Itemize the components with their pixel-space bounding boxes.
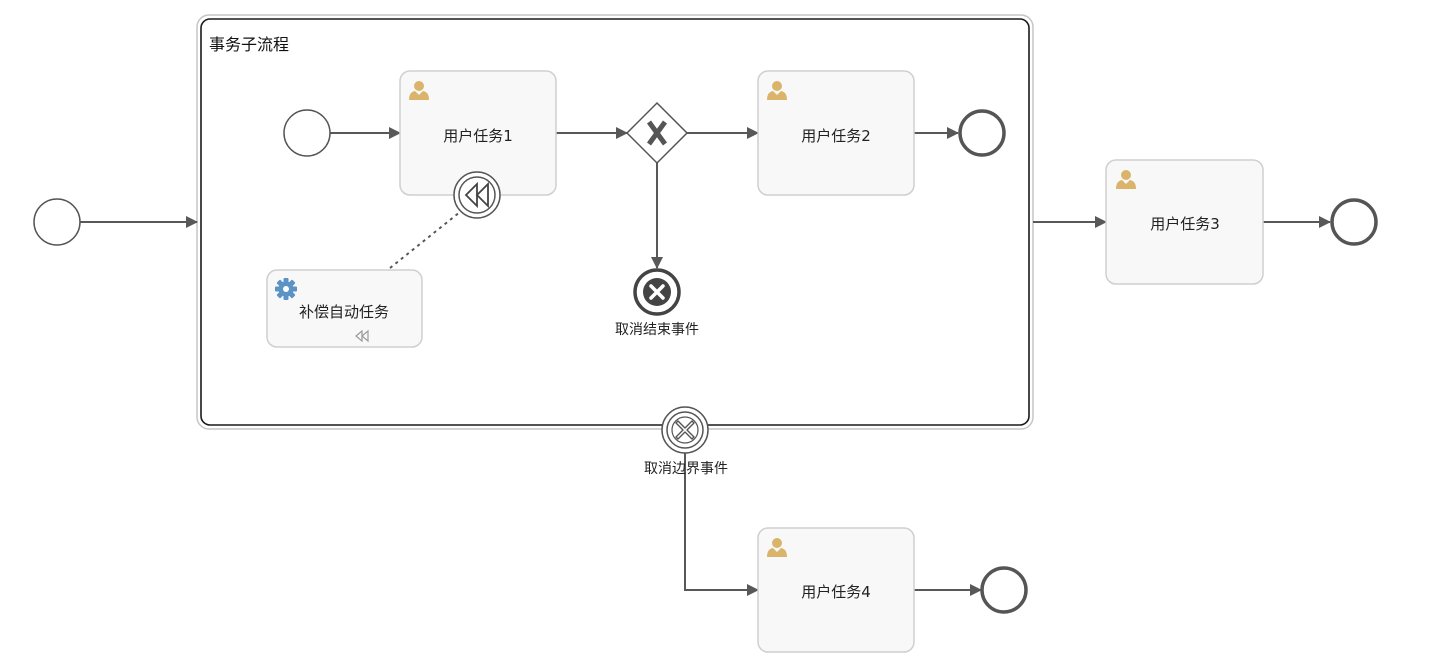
cancel-icon (675, 420, 695, 440)
user-task-1[interactable]: 用户任务1 (399, 70, 557, 196)
cancel-icon (649, 284, 665, 300)
sequence-flows (80, 127, 1331, 596)
compensation-rewind-icon (464, 181, 489, 209)
subprocess-label: 事务子流程 (209, 35, 289, 54)
end-event-cancel-path[interactable] (980, 566, 1028, 614)
user-task-4[interactable]: 用户任务4 (757, 527, 915, 653)
cancel-end-event[interactable]: 取消结束事件 (615, 268, 699, 338)
flow-boundary-to-task4[interactable] (684, 452, 759, 596)
gear-icon (275, 278, 297, 300)
compensation-association[interactable] (389, 211, 461, 269)
task-label: 用户任务3 (1150, 215, 1220, 233)
compensation-marker-icon (355, 329, 369, 343)
compensation-service-task[interactable]: 补偿自动任务 (266, 269, 423, 348)
start-event[interactable] (33, 198, 81, 246)
exclusive-gateway[interactable] (625, 101, 689, 165)
task-label: 用户任务2 (801, 127, 871, 145)
cancel-boundary-event[interactable]: 取消边界事件 (644, 406, 728, 477)
user-task-3[interactable]: 用户任务3 (1105, 159, 1264, 285)
user-task-2[interactable]: 用户任务2 (757, 70, 915, 196)
cancel-boundary-event-label: 取消边界事件 (644, 461, 728, 477)
task-label: 用户任务1 (443, 127, 513, 145)
task-label: 用户任务4 (801, 583, 871, 601)
end-event-main[interactable] (1330, 198, 1378, 246)
task-label: 补偿自动任务 (299, 303, 389, 321)
cancel-end-event-label: 取消结束事件 (615, 322, 699, 338)
subprocess-end-event[interactable] (958, 109, 1006, 157)
x-marker-icon (646, 120, 668, 146)
subprocess-start-event[interactable] (283, 109, 331, 157)
compensation-boundary-event[interactable] (453, 171, 501, 219)
